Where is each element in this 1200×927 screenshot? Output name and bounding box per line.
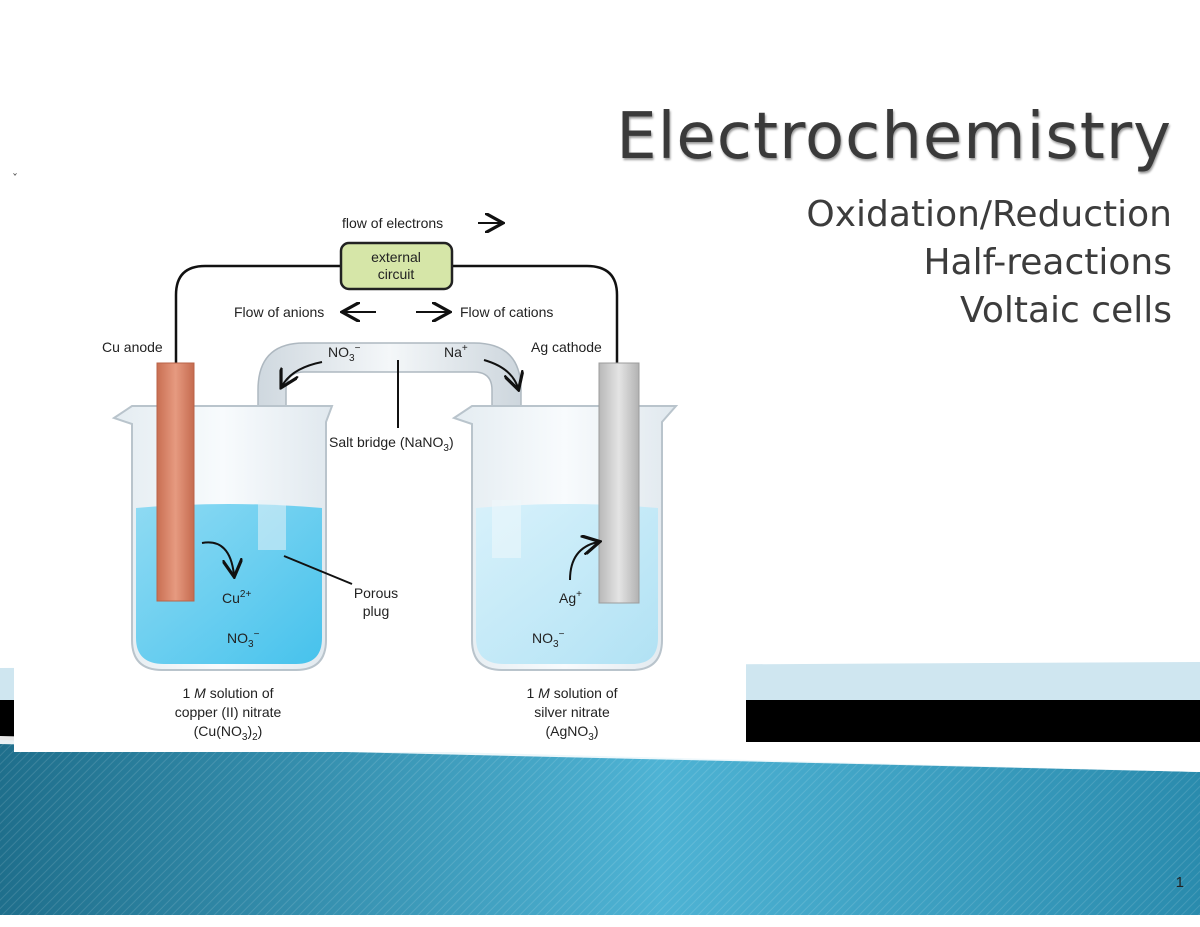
- left-nitrate-label: NO3−: [227, 629, 260, 650]
- left-bridge-leg-overlay: [258, 500, 286, 550]
- flow-of-anions-label: Flow of anions: [234, 304, 324, 320]
- anion-bridge-arrow: [282, 361, 323, 386]
- copper-ion-arrow: [201, 541, 234, 575]
- salt-bridge-label: Salt bridge (NaNO3): [329, 434, 454, 454]
- silver-ion-arrow: [569, 542, 598, 581]
- right-caption-line-2: silver nitrate: [534, 704, 610, 720]
- copper-electrode: [156, 362, 195, 602]
- external-circuit-label-2: circuit: [378, 266, 415, 282]
- right-bridge-leg-overlay: [492, 500, 521, 558]
- left-caption-line-3: (Cu(NO3)2): [194, 723, 263, 743]
- page-number: 1: [1175, 874, 1184, 891]
- bullet-mark: ˇ: [12, 172, 18, 186]
- bridge-nitrate-label: NO3−: [328, 343, 361, 364]
- silver-electrode: [598, 362, 640, 604]
- external-wire: [174, 264, 619, 363]
- banner-hatch: [0, 740, 1200, 915]
- bridge-sodium-label: Na+: [444, 343, 468, 360]
- porous-plug-label-2: plug: [363, 603, 389, 619]
- left-caption-line-1: 1 M solution of: [182, 685, 273, 701]
- subtitle-voltaic-cells: Voltaic cells: [960, 290, 1172, 331]
- subtitle-oxidation-reduction: Oxidation/Reduction: [806, 194, 1172, 235]
- porous-plug-pointer: [283, 555, 353, 585]
- voltaic-cell-diagram: external circuit flow of electrons Flow …: [14, 200, 746, 752]
- right-nitrate-label: NO3−: [532, 629, 565, 650]
- ag-cathode-label: Ag cathode: [531, 339, 602, 355]
- left-caption-line-2: copper (II) nitrate: [175, 704, 282, 720]
- external-circuit-box: [339, 241, 454, 291]
- porous-plug-label-1: Porous: [354, 585, 398, 601]
- right-caption-line-1: 1 M solution of: [526, 685, 617, 701]
- flow-of-cations-label: Flow of cations: [460, 304, 553, 320]
- external-circuit-label-1: external: [371, 249, 421, 265]
- cation-bridge-arrow: [483, 359, 518, 388]
- silver-ion-label: Ag+: [559, 589, 582, 606]
- subtitle-half-reactions: Half-reactions: [923, 242, 1172, 283]
- right-caption-line-3: (AgNO3): [545, 723, 598, 743]
- flow-of-electrons-label: flow of electrons: [342, 215, 443, 231]
- cu-anode-label: Cu anode: [102, 339, 163, 355]
- copper-ion-label: Cu2+: [222, 589, 251, 606]
- slide-title: Electrochemistry: [616, 100, 1172, 174]
